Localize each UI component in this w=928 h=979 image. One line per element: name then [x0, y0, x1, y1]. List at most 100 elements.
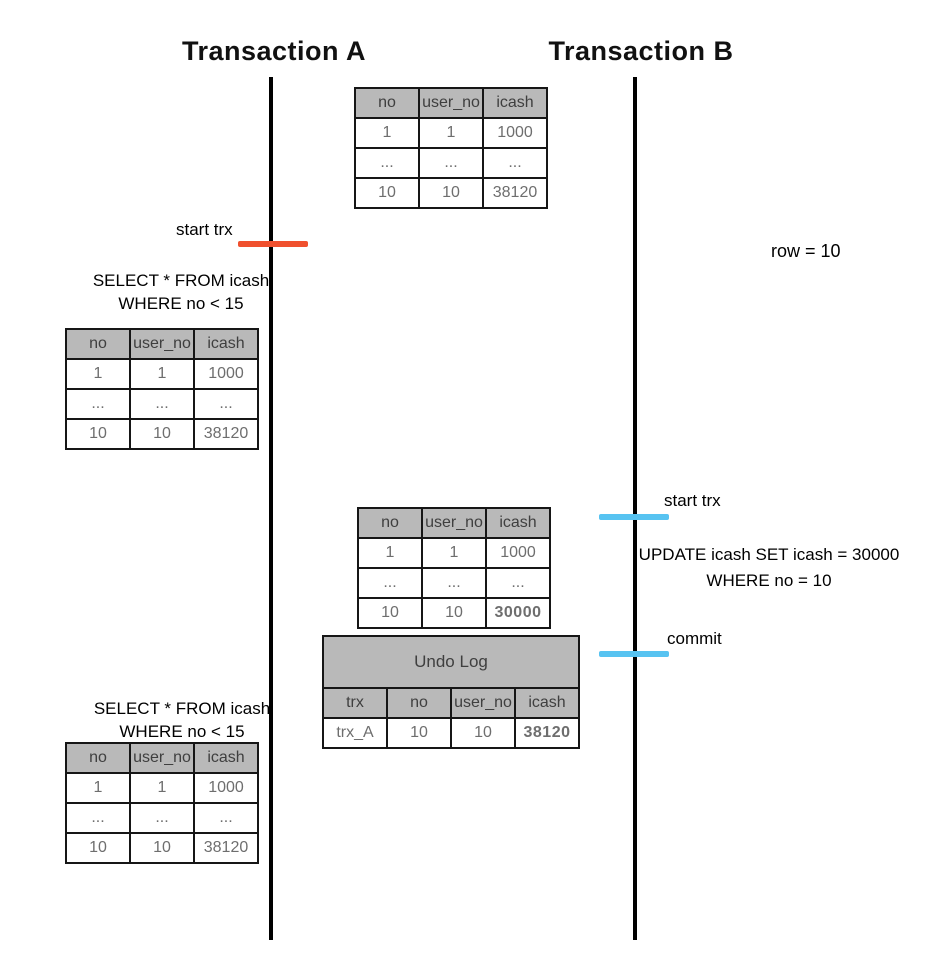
table-row: 10 10 38120 [65, 418, 259, 450]
table-row: 10 10 30000 [357, 597, 551, 629]
undo-log-table: Undo Log trx no user_no icash trx_A 10 1… [322, 635, 580, 749]
cell-icash: 38120 [482, 177, 548, 209]
cell-user-no: 1 [129, 772, 195, 804]
icash-table-initial: no user_no icash 1 1 1000 ... ... ... 10… [354, 87, 548, 209]
cell-icash: ... [193, 388, 259, 420]
col-header-icash: icash [482, 87, 548, 119]
col-header-no: no [65, 742, 131, 774]
undo-log-title: Undo Log [322, 635, 580, 689]
table-row: 10 10 38120 [65, 832, 259, 864]
cell-user-no: 1 [418, 117, 484, 149]
table-row-ellipsis: ... ... ... [357, 567, 551, 599]
icash-table-select2-result: no user_no icash 1 1 1000 ... ... ... 10… [65, 742, 259, 864]
col-header-trx: trx [322, 687, 388, 719]
commit-label: commit [667, 629, 722, 648]
update-statement-line2: WHERE no = 10 [706, 571, 832, 590]
cell-no: ... [354, 147, 420, 179]
cell-user-no: 10 [129, 418, 195, 450]
cell-no: ... [65, 802, 131, 834]
cell-icash: 1000 [485, 537, 551, 569]
select-statement-2-line2: WHERE no < 15 [119, 722, 245, 741]
undo-log-title-row: Undo Log [322, 635, 580, 689]
cell-icash: 1000 [193, 772, 259, 804]
cell-icash: 38120 [193, 832, 259, 864]
icash-table-select1-result: no user_no icash 1 1 1000 ... ... ... 10… [65, 328, 259, 450]
table-header-row: trx no user_no icash [322, 687, 580, 719]
col-header-no: no [357, 507, 423, 539]
col-header-no: no [354, 87, 420, 119]
cell-no: 1 [357, 537, 423, 569]
cell-icash: 1000 [193, 358, 259, 390]
cell-user-no: 10 [450, 717, 516, 749]
cell-icash: 1000 [482, 117, 548, 149]
cell-no: 1 [354, 117, 420, 149]
start-trx-a-tick [238, 241, 308, 247]
cell-user-no: ... [418, 147, 484, 179]
col-header-user-no: user_no [421, 507, 487, 539]
table-header-row: no user_no icash [65, 742, 259, 774]
table-row: 1 1 1000 [354, 117, 548, 149]
cell-icash: 38120 [193, 418, 259, 450]
col-header-icash: icash [514, 687, 580, 719]
cell-user-no: 10 [129, 832, 195, 864]
row-note: row = 10 [771, 241, 841, 261]
table-row: 1 1 1000 [65, 772, 259, 804]
update-statement: UPDATE icash SET icash = 30000 WHERE no … [639, 542, 900, 594]
cell-no: 10 [65, 418, 131, 450]
update-statement-line1: UPDATE icash SET icash = 30000 [638, 545, 900, 564]
cell-no: 10 [386, 717, 452, 749]
col-header-icash: icash [193, 742, 259, 774]
col-header-user-no: user_no [418, 87, 484, 119]
cell-no: 1 [65, 358, 131, 390]
cell-no: ... [65, 388, 131, 420]
cell-no: 10 [357, 597, 423, 629]
cell-no: 1 [65, 772, 131, 804]
cell-no: 10 [65, 832, 131, 864]
select-statement-1-line2: WHERE no < 15 [118, 294, 244, 313]
cell-icash: ... [193, 802, 259, 834]
commit-tick [599, 651, 669, 657]
select-statement-2-line1: SELECT * FROM icash [93, 699, 271, 718]
start-trx-b-tick [599, 514, 669, 520]
col-header-no: no [65, 328, 131, 360]
cell-no: 10 [354, 177, 420, 209]
cell-user-no: ... [421, 567, 487, 599]
select-statement-1-line1: SELECT * FROM icash [92, 271, 270, 290]
select-statement-1: SELECT * FROM icash WHERE no < 15 [93, 269, 269, 315]
col-header-user-no: user_no [450, 687, 516, 719]
col-header-icash: icash [193, 328, 259, 360]
table-header-row: no user_no icash [354, 87, 548, 119]
cell-no: ... [357, 567, 423, 599]
col-header-icash: icash [485, 507, 551, 539]
transaction-a-title: Transaction A [181, 36, 367, 66]
cell-trx: trx_A [322, 717, 388, 749]
cell-icash-old-value: 38120 [514, 717, 580, 749]
table-row: 1 1 1000 [65, 358, 259, 390]
table-header-row: no user_no icash [65, 328, 259, 360]
icash-table-updated: no user_no icash 1 1 1000 ... ... ... 10… [357, 507, 551, 629]
cell-user-no: 10 [418, 177, 484, 209]
table-header-row: no user_no icash [357, 507, 551, 539]
cell-icash: ... [482, 147, 548, 179]
col-header-user-no: user_no [129, 328, 195, 360]
cell-icash: ... [485, 567, 551, 599]
transaction-a-timeline [269, 77, 273, 940]
transaction-b-title: Transaction B [548, 36, 734, 66]
table-row: trx_A 10 10 38120 [322, 717, 580, 749]
transaction-b-timeline [633, 77, 637, 940]
table-row: 1 1 1000 [357, 537, 551, 569]
cell-user-no: ... [129, 388, 195, 420]
col-header-no: no [386, 687, 452, 719]
col-header-user-no: user_no [129, 742, 195, 774]
start-trx-a-label: start trx [176, 220, 233, 239]
cell-user-no: 1 [421, 537, 487, 569]
start-trx-b-label: start trx [664, 491, 721, 510]
cell-icash-updated: 30000 [485, 597, 551, 629]
table-row: 10 10 38120 [354, 177, 548, 209]
table-row-ellipsis: ... ... ... [65, 388, 259, 420]
select-statement-2: SELECT * FROM icash WHERE no < 15 [94, 697, 270, 743]
cell-user-no: 10 [421, 597, 487, 629]
cell-user-no: 1 [129, 358, 195, 390]
cell-user-no: ... [129, 802, 195, 834]
